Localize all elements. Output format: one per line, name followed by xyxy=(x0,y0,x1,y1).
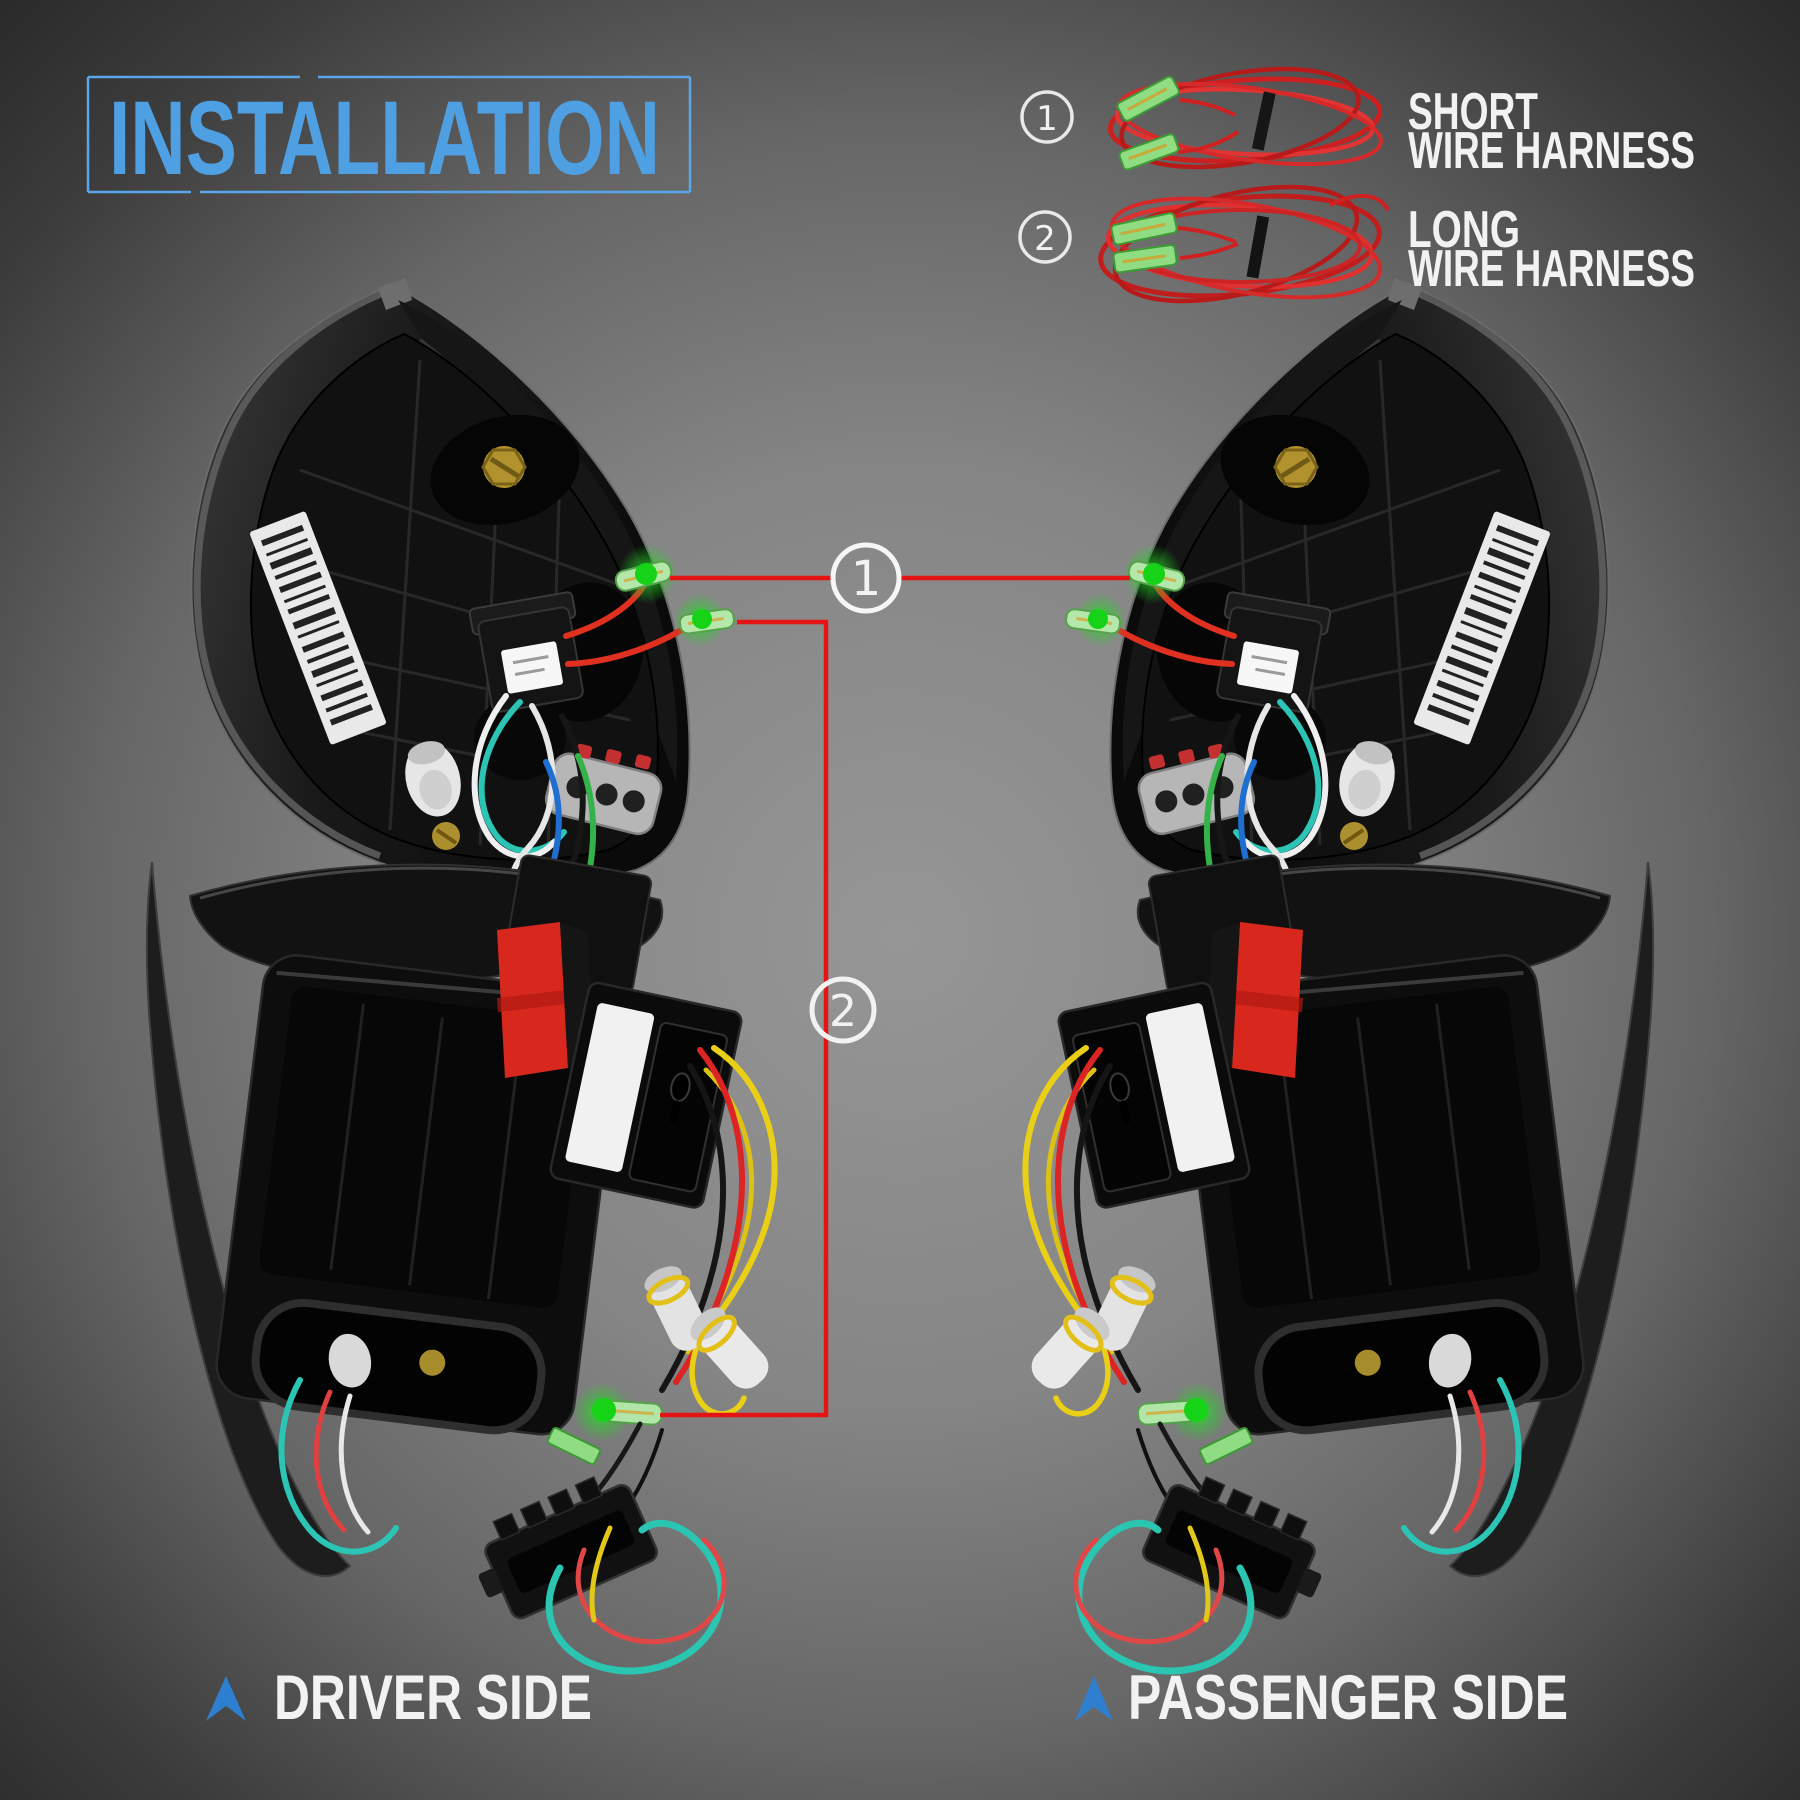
lamp-flange xyxy=(145,861,352,1577)
green-terminal xyxy=(546,1426,601,1466)
callout-2-line xyxy=(660,619,829,1418)
teal-wire xyxy=(545,1519,725,1675)
callout-1-marker: 1 xyxy=(830,542,902,614)
page-title: INSTALLATION xyxy=(109,80,660,197)
bulb-socket xyxy=(405,741,461,817)
white-wire xyxy=(338,1393,371,1535)
teal-wire xyxy=(278,1377,399,1555)
callout-2-number: 2 xyxy=(829,986,857,1037)
legend-1-type: WIRE HARNESS xyxy=(1408,122,1695,180)
legend-item-short: 1 SHORT WIRE HARNESS xyxy=(1020,66,1695,180)
housing-ribs xyxy=(285,359,641,851)
callout-2-marker: 2 xyxy=(809,976,877,1044)
black-wire xyxy=(659,1063,727,1393)
up-arrow-icon xyxy=(206,1676,246,1721)
red-wire xyxy=(575,1537,727,1645)
legend-1-name: SHORT xyxy=(1408,83,1538,141)
harness-connector xyxy=(478,1476,659,1620)
barcode-sticker xyxy=(250,511,386,745)
bulb-socket xyxy=(690,1307,769,1389)
legend-2-type: WIRE HARNESS xyxy=(1408,240,1695,298)
lamp-connector-block xyxy=(468,591,584,713)
legend-2-name: LONG xyxy=(1408,201,1520,259)
short-wire-harness-icon xyxy=(1107,66,1383,171)
driver-side-label: DRIVER SIDE xyxy=(206,1663,592,1733)
passenger-side-text: PASSENGER SIDE xyxy=(1128,1663,1568,1733)
driver-side-text: DRIVER SIDE xyxy=(274,1663,592,1733)
legend-1-number: 1 xyxy=(1036,99,1058,139)
long-wire-harness-icon xyxy=(1098,184,1390,304)
legend-item-long: 2 LONG WIRE HARNESS xyxy=(1018,184,1695,304)
driver-lamp-illustration xyxy=(145,278,778,1675)
callout-1-number: 1 xyxy=(851,551,882,607)
passenger-side-label: PASSENGER SIDE xyxy=(1075,1663,1568,1733)
yellow-wire xyxy=(589,1525,613,1623)
title-frame xyxy=(86,75,692,194)
teal-wire xyxy=(478,699,567,854)
legend-2-number: 2 xyxy=(1034,219,1056,259)
lens-rim-highlight xyxy=(193,286,392,860)
up-arrow-icon xyxy=(1075,1676,1113,1721)
yellow-wire xyxy=(697,1045,778,1341)
red-wire xyxy=(313,1389,347,1533)
